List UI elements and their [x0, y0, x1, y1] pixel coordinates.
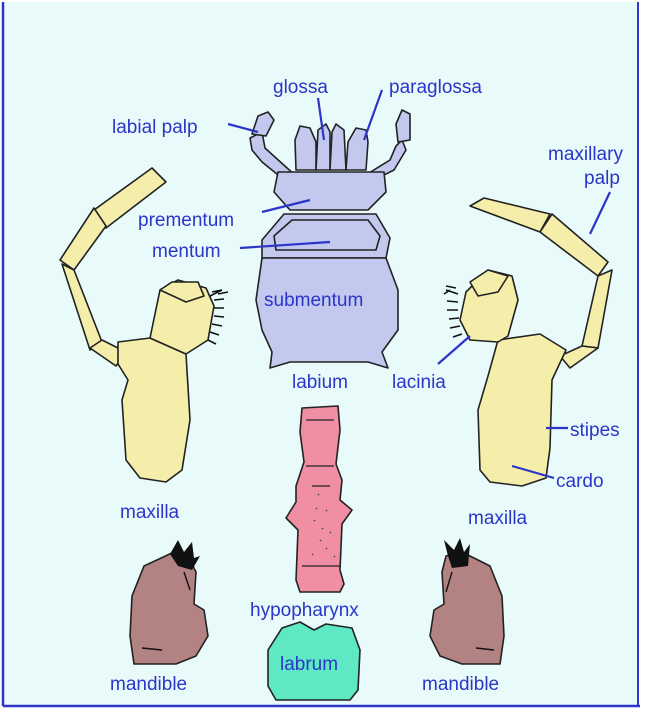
submentum-plate [256, 258, 398, 368]
glossa-lobe-mid-right [330, 124, 346, 170]
label-stipes: stipes [570, 420, 620, 441]
label-prementum: prementum [138, 210, 234, 231]
label-paraglossa: paraglossa [389, 77, 482, 98]
label-submentum: submentum [264, 290, 363, 311]
maxilla-left-stipes [118, 338, 190, 482]
label-maxilla-left: maxilla [120, 502, 180, 523]
label-mandible-right: mandible [422, 674, 499, 695]
label-mentum: mentum [152, 241, 221, 262]
label-labium: labium [292, 372, 348, 393]
label-lacinia: lacinia [392, 372, 446, 393]
label-labrum: labrum [280, 654, 338, 675]
label-mandible-left: mandible [110, 674, 187, 695]
label-maxillary-palp-line2: palp [584, 168, 620, 189]
label-hypopharynx: hypopharynx [250, 600, 359, 621]
label-cardo: cardo [556, 471, 604, 492]
label-maxillary-palp-line1: maxillary [548, 144, 623, 165]
label-labial-palp: labial palp [112, 117, 198, 138]
label-glossa: glossa [273, 77, 328, 98]
label-maxilla-right: maxilla [468, 508, 528, 529]
